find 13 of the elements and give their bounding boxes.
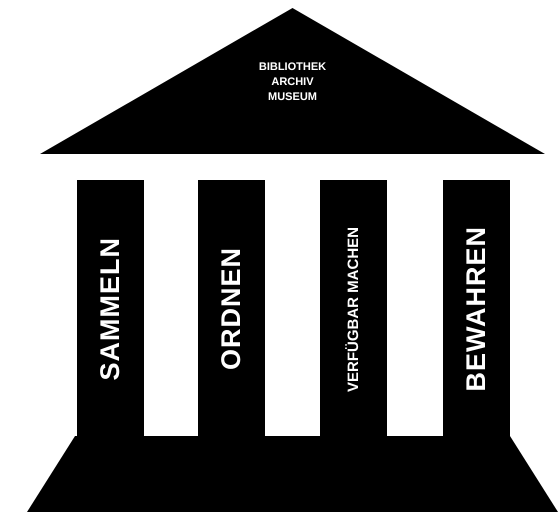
pillar (320, 180, 387, 438)
pillar-label: ORDNEN (216, 247, 247, 370)
pillar-label: BEWAHREN (461, 226, 492, 392)
pillar (443, 180, 510, 438)
pillar (198, 180, 265, 438)
roof-label: ARCHIV (271, 75, 314, 90)
base-trapezoid (27, 436, 558, 512)
pillar (77, 180, 144, 438)
roof-triangle (40, 8, 545, 154)
roof-label: BIBLIOTHEK (258, 60, 326, 75)
pillar-label: SAMMELN (95, 237, 126, 381)
roof-label: MUSEUM (268, 90, 317, 105)
pillar-label: VERFÜGBAR MACHEN (344, 226, 363, 392)
